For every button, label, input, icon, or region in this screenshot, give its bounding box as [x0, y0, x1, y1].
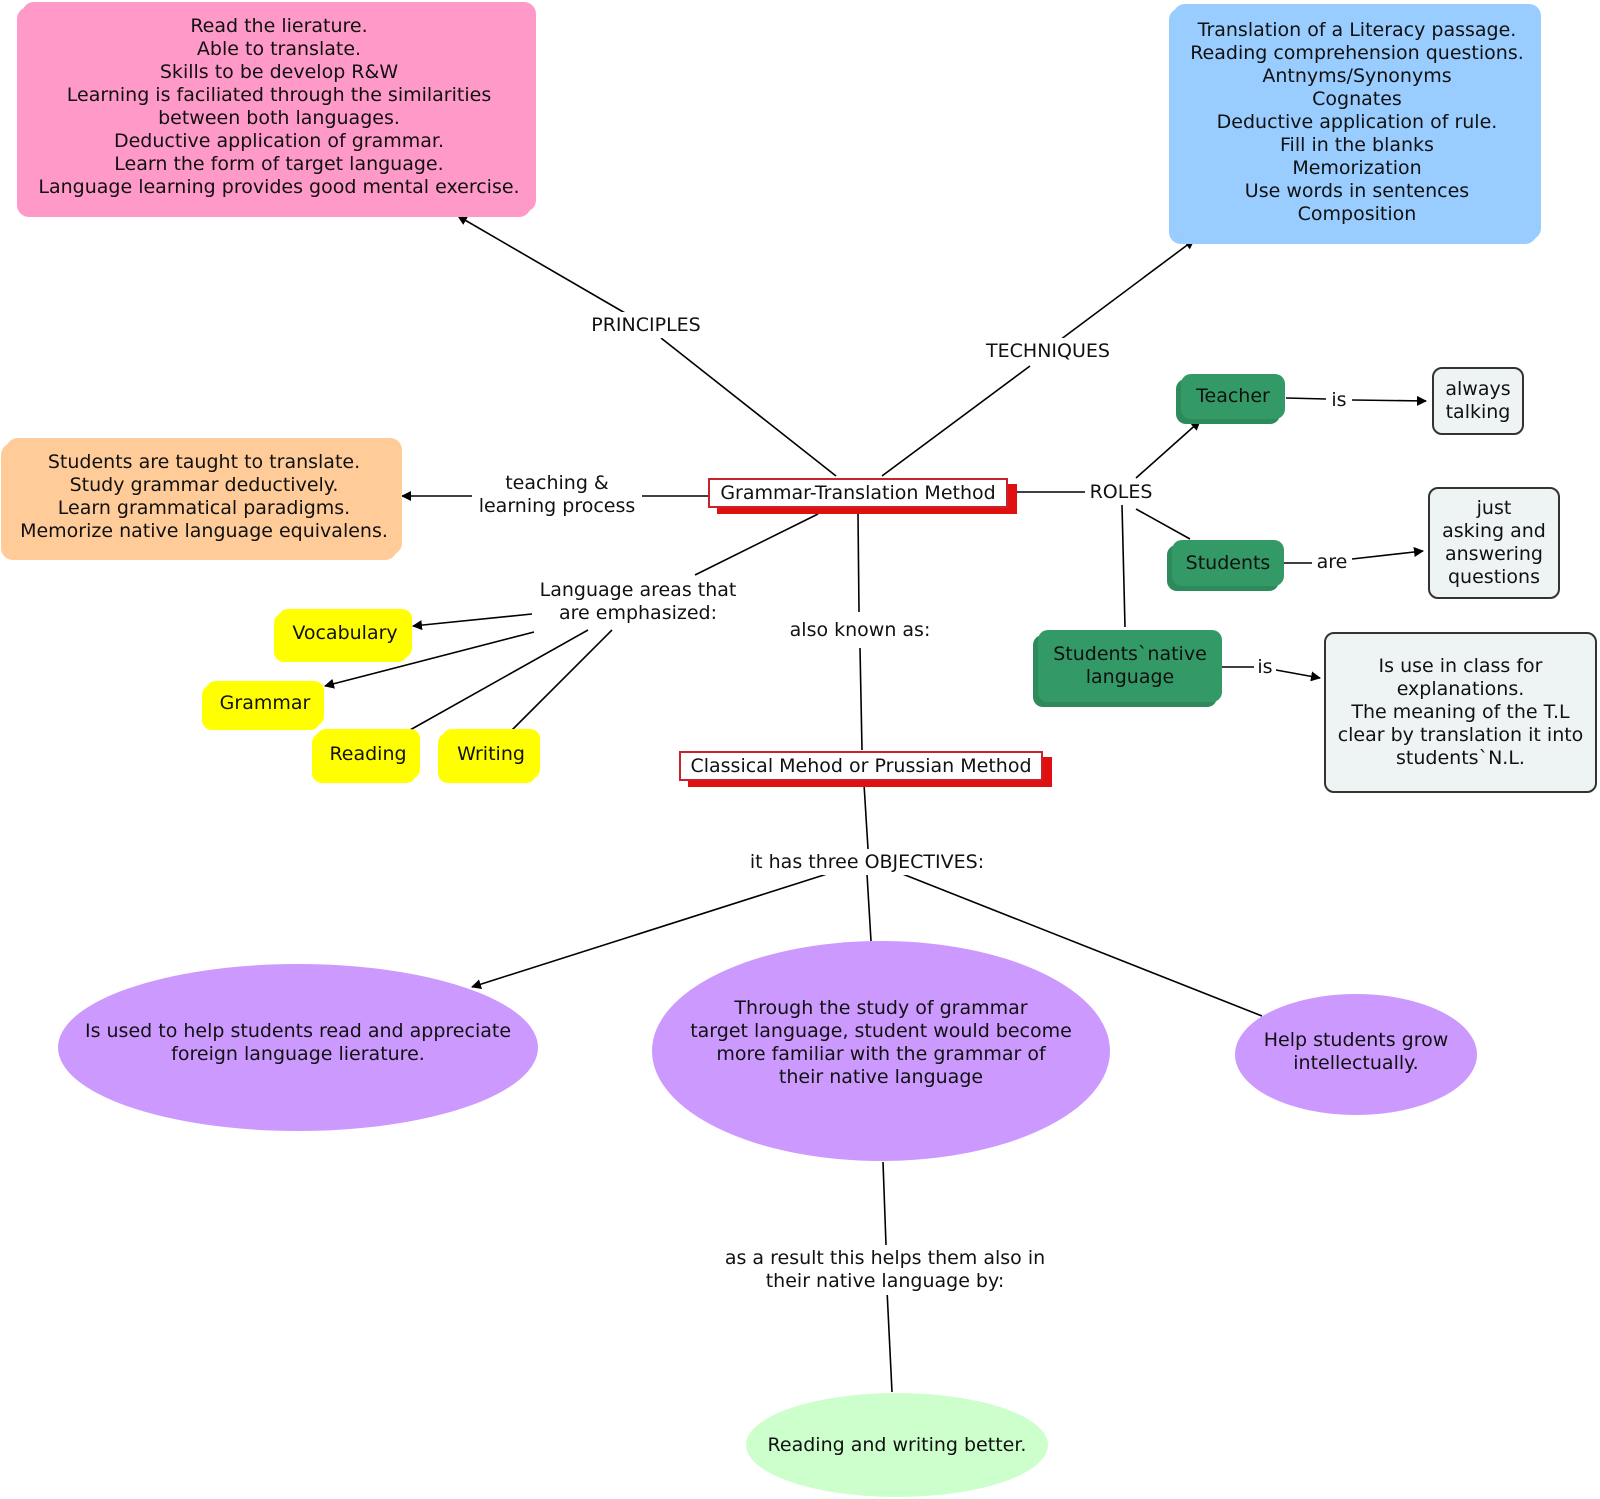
line-teacher-is-in	[1285, 397, 1327, 400]
area-reading: Reading	[316, 729, 420, 779]
objective-read-literature: Is used to help students read and apprec…	[58, 964, 538, 1131]
objective-grammar-familiarity: Through the study of grammar target lang…	[652, 941, 1110, 1161]
line-techniques-out	[1059, 239, 1195, 341]
line-aka-in	[857, 513, 860, 613]
alias-node: Classical Mehod or Prussian Method	[679, 751, 1043, 781]
central-node: Grammar-Translation Method	[708, 478, 1008, 508]
principles-box: Read the lierature. Able to translate. S…	[22, 2, 536, 212]
line-students-are-out	[1351, 547, 1424, 560]
line-principles-out	[457, 215, 626, 314]
process-box: Students are taught to translate. Study …	[6, 438, 402, 555]
techniques-label: TECHNIQUES	[978, 338, 1118, 364]
line-result-in	[882, 1161, 887, 1246]
techniques-box: Translation of a Literacy passage. Readi…	[1173, 4, 1541, 240]
line-objectives-in	[863, 783, 869, 850]
result-label: as a result this helps them also in thei…	[712, 1245, 1058, 1295]
line-techniques-in	[881, 365, 1031, 477]
teacher-desc: always talking	[1432, 367, 1524, 435]
line-areas-vocabulary	[412, 613, 533, 631]
line-objective-right	[899, 872, 1263, 1017]
line-result-out	[886, 1289, 893, 1393]
line-objective-center	[866, 873, 872, 942]
native-desc: Is use in class for explanations. The me…	[1324, 632, 1597, 793]
students-link-label: are	[1312, 550, 1352, 574]
role-teacher: Teacher	[1181, 374, 1285, 419]
native-link-label: is	[1254, 655, 1276, 679]
principles-label: PRINCIPLES	[584, 312, 708, 338]
line-areas-grammar	[324, 631, 535, 689]
line-areas-reading	[409, 629, 589, 731]
area-vocabulary: Vocabulary	[278, 609, 412, 658]
role-native-language: Students`native language	[1038, 630, 1222, 702]
role-students: Students	[1172, 540, 1284, 586]
roles-label: ROLES	[1085, 479, 1157, 505]
line-roles-students	[1135, 508, 1191, 540]
result-node: Reading and writing better.	[746, 1393, 1048, 1497]
line-areas-in	[694, 513, 819, 576]
objective-grow-intellectually: Help students grow intellectually.	[1235, 994, 1477, 1115]
areas-label: Language areas that are emphasized:	[532, 577, 744, 627]
process-label: teaching & learning process	[472, 470, 642, 520]
line-objective-left	[471, 873, 828, 990]
area-grammar: Grammar	[206, 681, 324, 726]
line-areas-writing	[511, 629, 613, 731]
line-principles-in	[660, 337, 837, 477]
line-roles-teacher	[1135, 420, 1201, 479]
line-teacher-is-out	[1351, 395, 1427, 406]
area-writing: Writing	[442, 729, 540, 779]
students-desc: just asking and answering questions	[1428, 487, 1560, 599]
line-native-is-out	[1275, 669, 1321, 682]
line-roles-native	[1121, 504, 1126, 628]
aka-label: also known as:	[782, 617, 938, 643]
objectives-label: it has three OBJECTIVES:	[738, 849, 996, 875]
line-aka-out	[859, 647, 863, 751]
teacher-link-label: is	[1326, 388, 1352, 412]
